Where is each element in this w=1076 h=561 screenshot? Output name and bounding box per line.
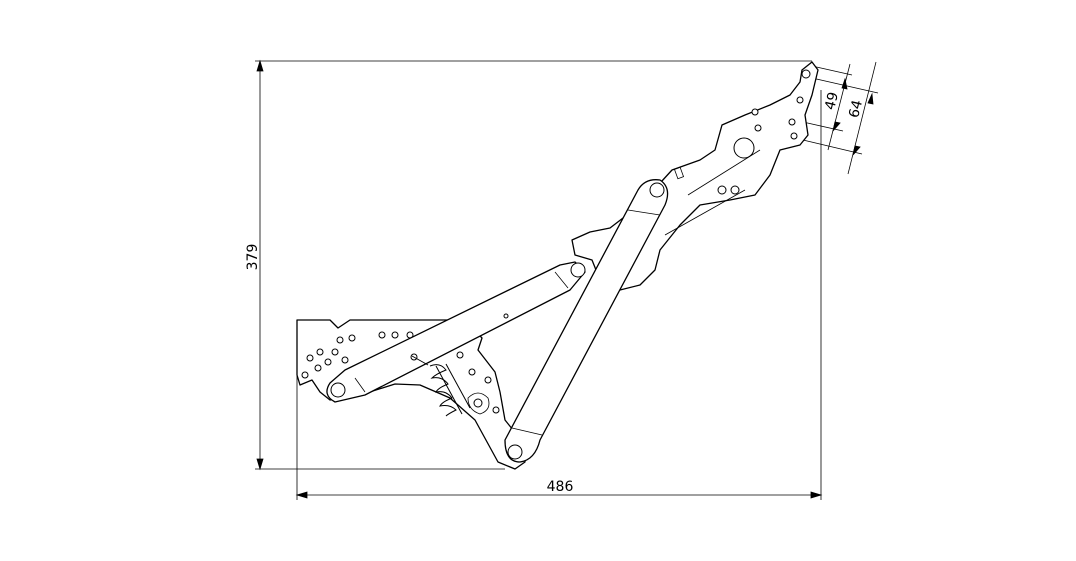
- width-label: 486: [547, 479, 574, 495]
- offset-large-label: 64: [846, 98, 866, 119]
- offset-small-label: 49: [822, 90, 842, 111]
- gas-strut-lower: [326, 261, 586, 403]
- offset-64-dimension-line: [847, 61, 877, 175]
- height-label: 379: [245, 244, 261, 271]
- tension-spring: [410, 353, 471, 417]
- offset-49-dimension-line: [827, 63, 851, 151]
- dimension-lines: [255, 59, 879, 500]
- gas-strut-diagonal: [504, 179, 669, 463]
- base-bracket: [296, 319, 526, 470]
